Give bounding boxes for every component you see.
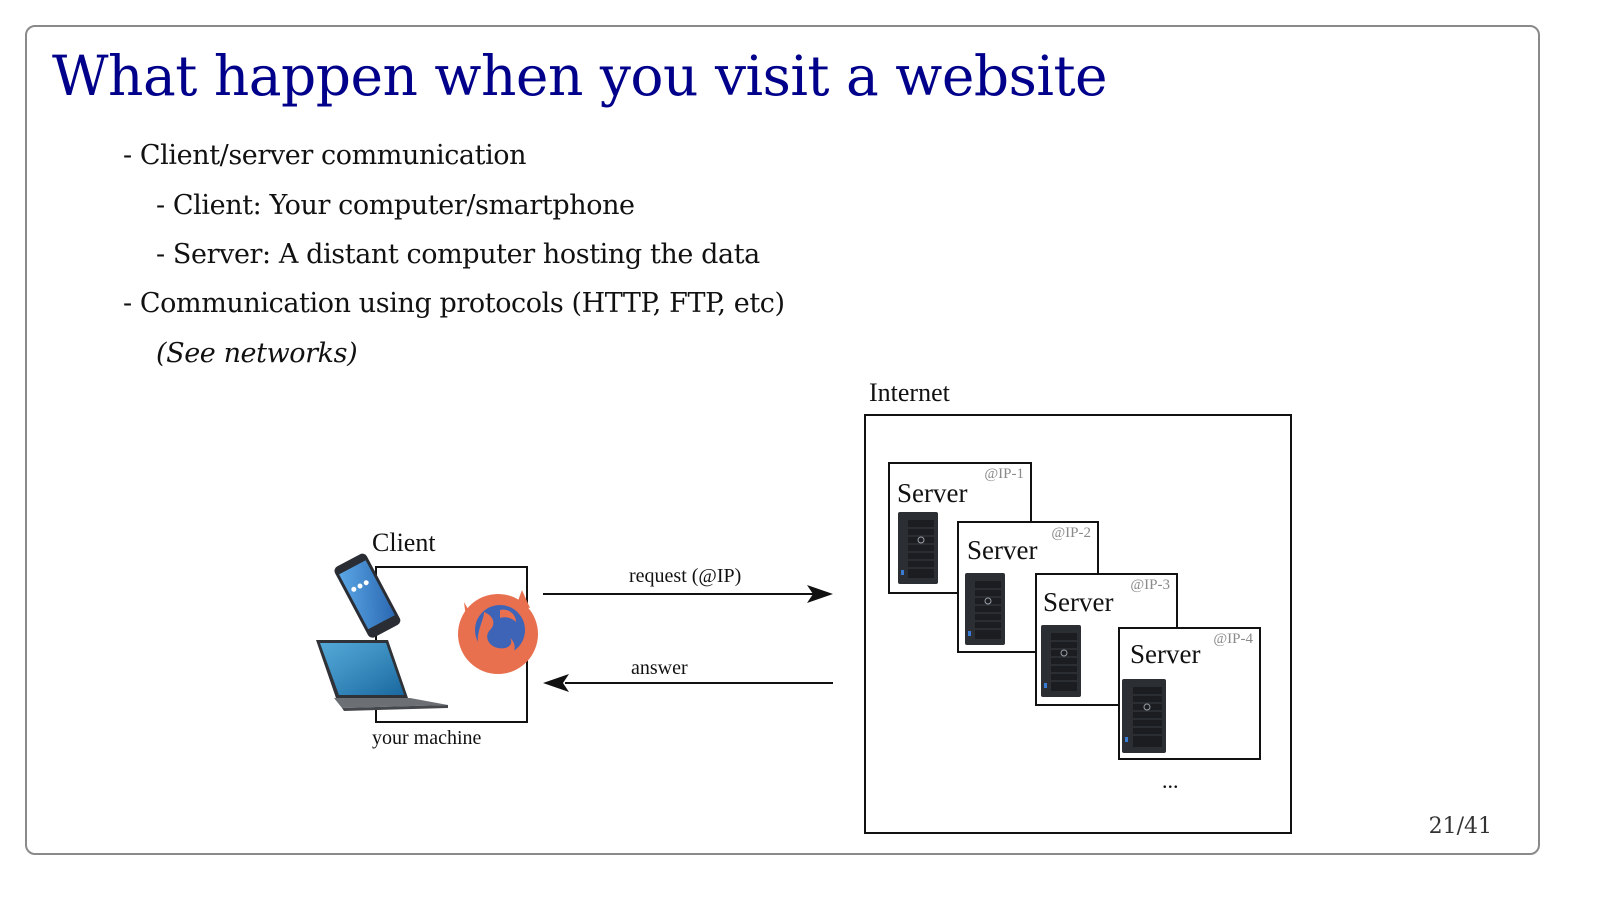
client-caption: your machine	[372, 727, 482, 749]
server-ip: @IP-3	[1130, 577, 1170, 593]
server-tower-icon	[965, 573, 1005, 645]
bullet-client-def: - Client: Your computer/smartphone	[156, 190, 635, 221]
bullet-server-def: - Server: A distant computer hosting the…	[156, 239, 760, 270]
page-number: 21/41	[1428, 814, 1492, 839]
internet-label: Internet	[869, 378, 950, 407]
server-tower-icon	[1041, 625, 1081, 697]
server-tower-icon	[898, 512, 938, 584]
server-tower-icon	[1122, 679, 1166, 753]
laptop-icon	[316, 640, 448, 711]
server-label: Server	[1043, 587, 1114, 617]
server-ip: @IP-2	[1051, 525, 1091, 541]
server-label: Server	[1130, 639, 1201, 669]
answer-arrow	[543, 674, 833, 692]
bullet-client-server: - Client/server communication	[123, 140, 527, 171]
slide-title: What happen when you visit a website	[52, 44, 1108, 108]
server-label: Server	[967, 535, 1038, 565]
server-label: Server	[897, 478, 968, 508]
request-label: request (@IP)	[629, 565, 742, 587]
smartphone-icon	[334, 553, 401, 638]
more-servers-ellipsis: ...	[1162, 768, 1179, 793]
request-arrow	[543, 585, 833, 603]
server-card-4: @IP-4 Server	[1118, 627, 1261, 760]
client-label: Client	[372, 528, 436, 557]
bullet-protocols: - Communication using protocols (HTTP, F…	[123, 288, 785, 319]
answer-label: answer	[631, 657, 688, 679]
bullet-see-networks: (See networks)	[156, 338, 358, 369]
firefox-browser-icon	[458, 590, 538, 674]
server-card-3: @IP-3 Server	[1035, 573, 1178, 706]
server-ip: @IP-1	[984, 466, 1024, 482]
server-ip: @IP-4	[1213, 631, 1253, 647]
